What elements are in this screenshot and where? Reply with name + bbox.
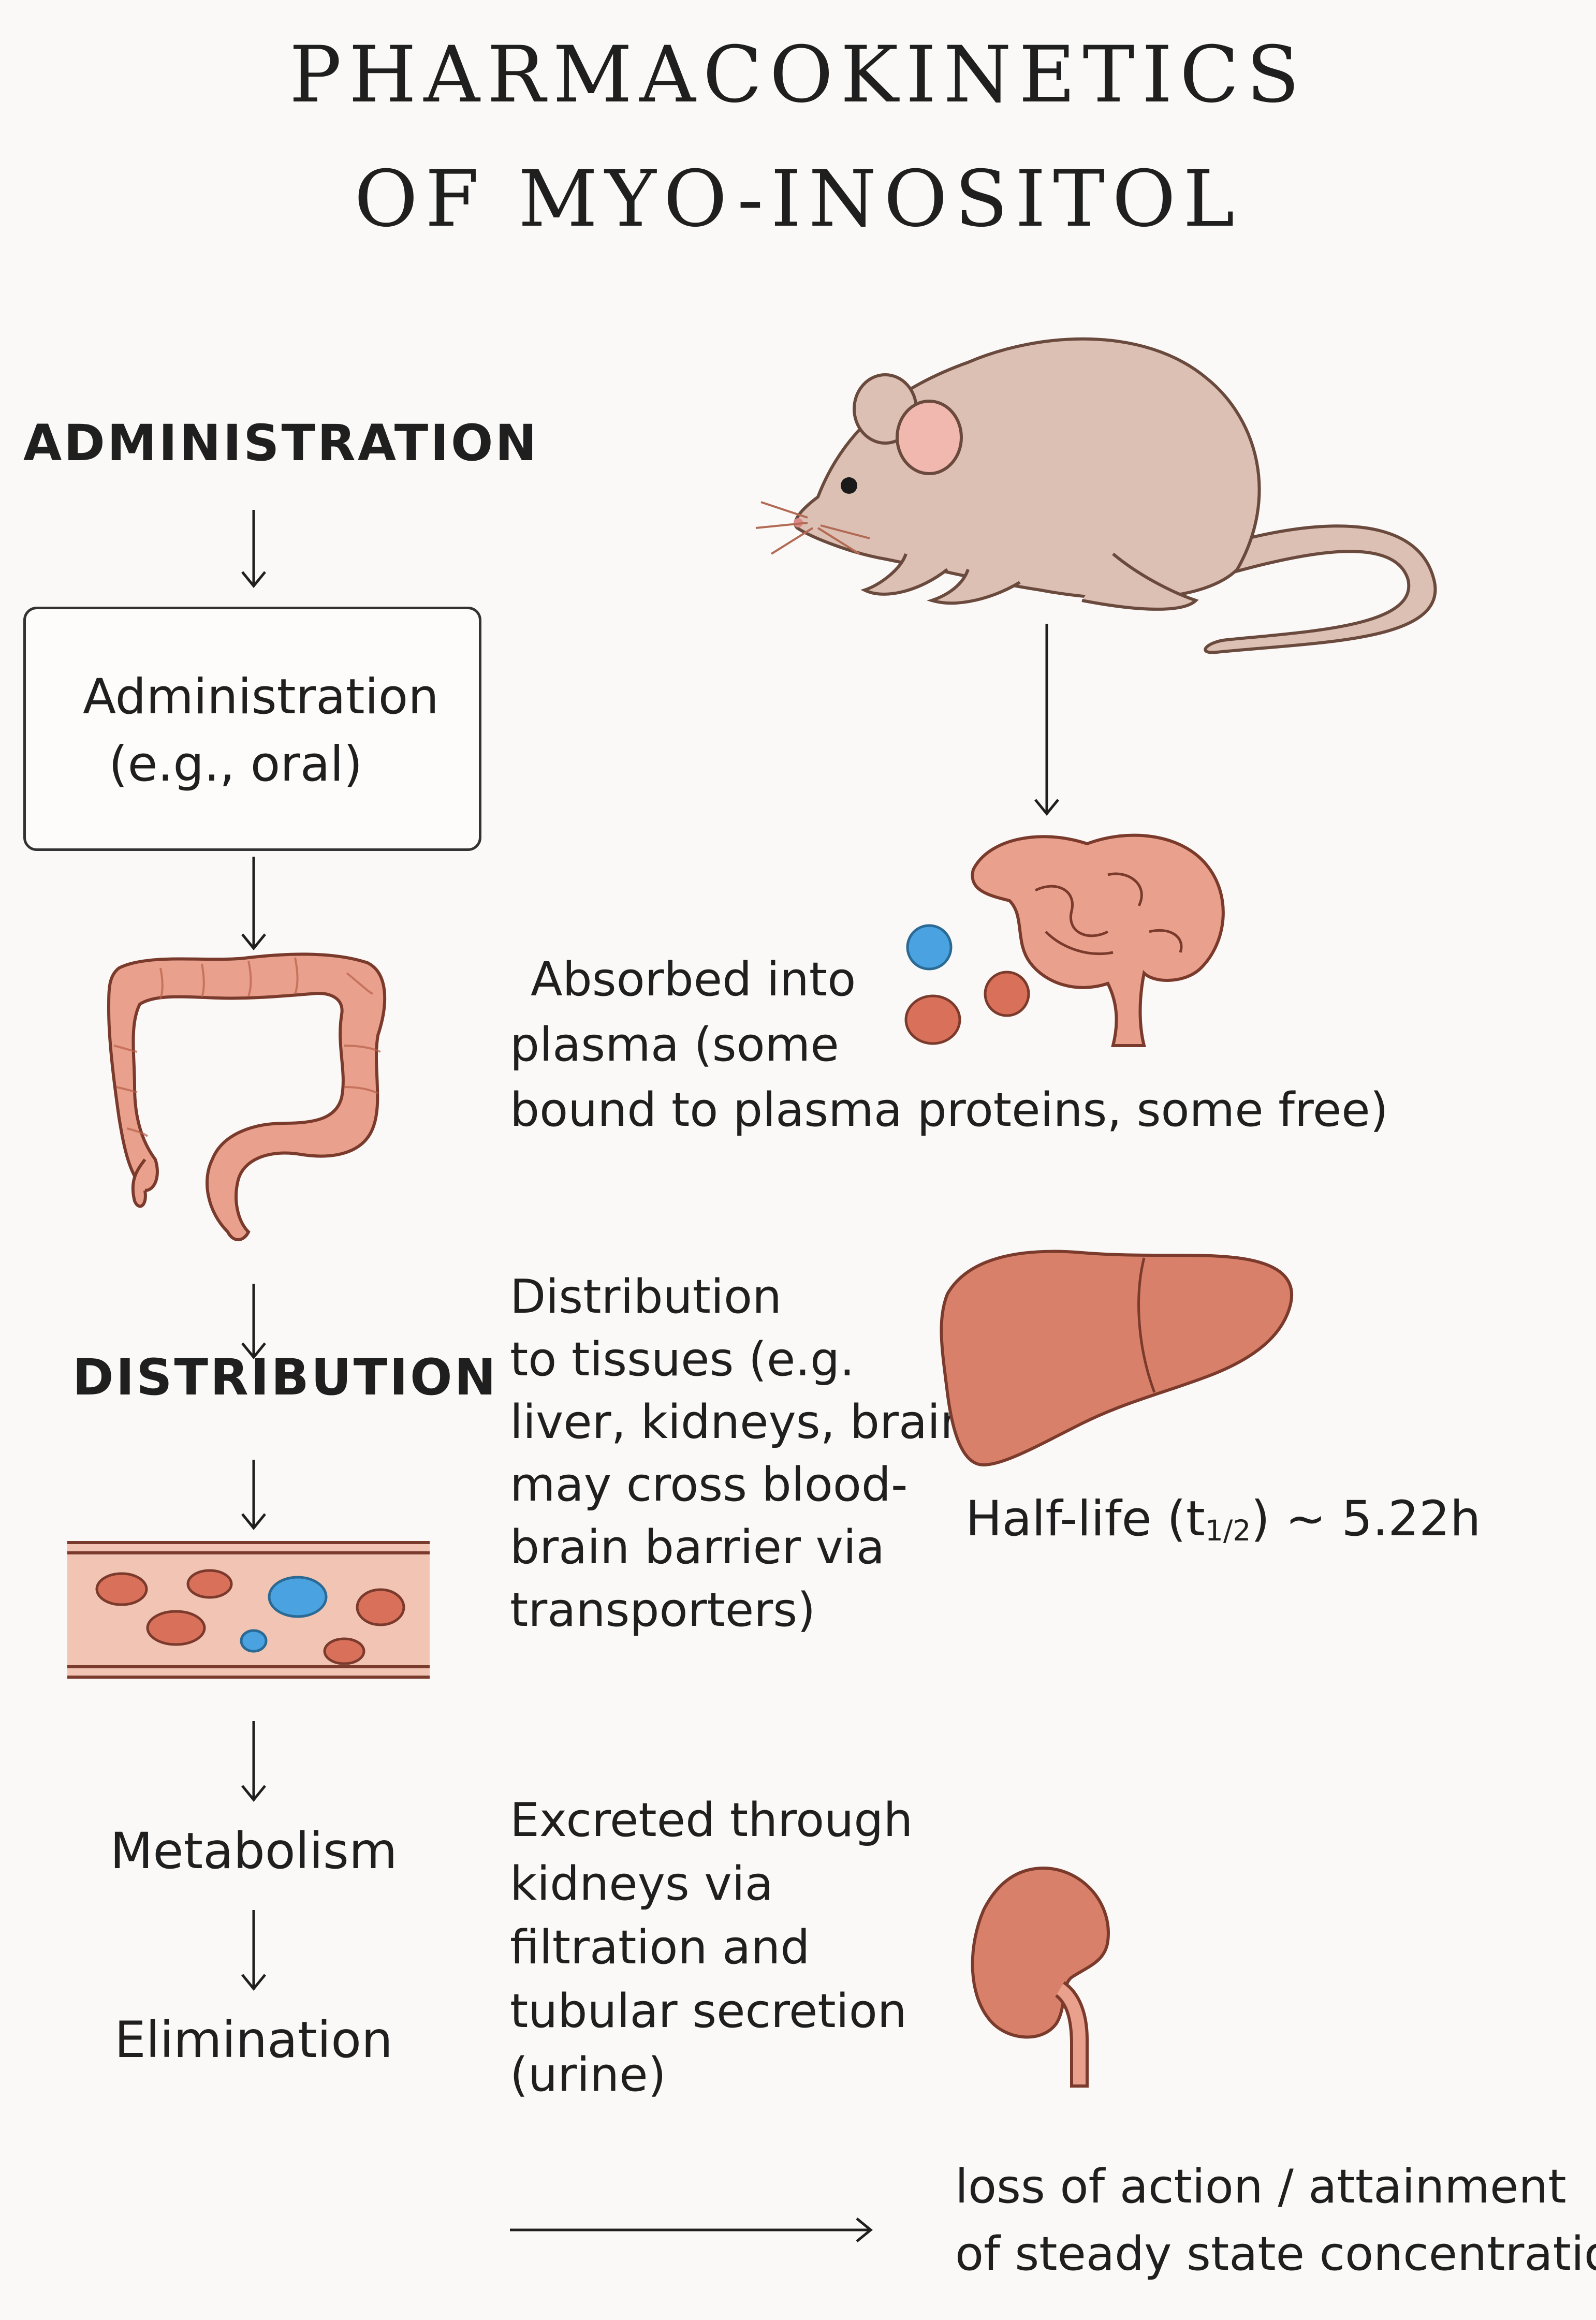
elimination-label: Elimination xyxy=(114,2011,393,2069)
distribution-text: Distribution to tissues (e.g. liver, kid… xyxy=(510,1266,986,1641)
distribution-line3: liver, kidneys, brain; xyxy=(510,1395,986,1449)
administration-heading: ADMINISTRATION xyxy=(23,414,539,472)
outcome-line1: loss of action / attainment xyxy=(955,2160,1566,2214)
absorption-line3: bound to plasma proteins, some free) xyxy=(510,1083,1388,1137)
half-life-text: Half-life (t1/2) ~ 5.22h xyxy=(965,1491,1481,1547)
excretion-line3: filtration and xyxy=(510,1920,810,1975)
half-life-label: Half-life (t xyxy=(965,1491,1205,1547)
administration-box-line2: (e.g., oral) xyxy=(109,736,363,792)
administration-box-line1: Administration xyxy=(83,669,439,725)
outcome-text: loss of action / attainment of steady st… xyxy=(955,2153,1596,2288)
kidney-icon xyxy=(971,1867,1110,2088)
excretion-line1: Excreted through xyxy=(510,1793,913,1847)
absorption-text: Absorbed into plasma (some bound to plas… xyxy=(510,947,1388,1143)
administration-box: Administration (e.g., oral) xyxy=(23,607,481,851)
page-title-line1: PHARMACOKINETICS xyxy=(289,30,1307,120)
liver-icon xyxy=(940,1250,1293,1467)
distribution-line4: may cross blood- xyxy=(510,1458,908,1512)
excretion-text: Excreted through kidneys via filtration … xyxy=(510,1788,913,2107)
absorption-line1: Absorbed into xyxy=(531,952,856,1007)
intestine-icon xyxy=(107,952,387,1241)
excretion-line5: (urine) xyxy=(510,2048,666,2102)
half-life-subscript: 1/2 xyxy=(1205,1514,1251,1547)
distribution-line1: Distribution xyxy=(510,1270,782,1324)
brain-icon xyxy=(904,833,1225,1047)
distribution-line5: brain barrier via xyxy=(510,1520,885,1575)
distribution-heading: DISTRIBUTION xyxy=(72,1348,498,1406)
metabolism-label: Metabolism xyxy=(110,1822,398,1880)
blood-vessel-icon xyxy=(67,1541,430,1679)
excretion-line4: tubular secretion xyxy=(510,1984,907,2038)
outcome-line2: of steady state concentration xyxy=(955,2227,1596,2281)
half-life-suffix: ) ~ 5.22h xyxy=(1251,1491,1481,1547)
page-title-line2: OF MYO-INOSITOL xyxy=(354,154,1242,244)
mouse-icon xyxy=(755,337,1437,654)
excretion-line2: kidneys via xyxy=(510,1857,773,1911)
distribution-line6: transporters) xyxy=(510,1583,816,1637)
distribution-line2: to tissues (e.g. xyxy=(510,1332,855,1387)
absorption-line2: plasma (some xyxy=(510,1018,839,1072)
